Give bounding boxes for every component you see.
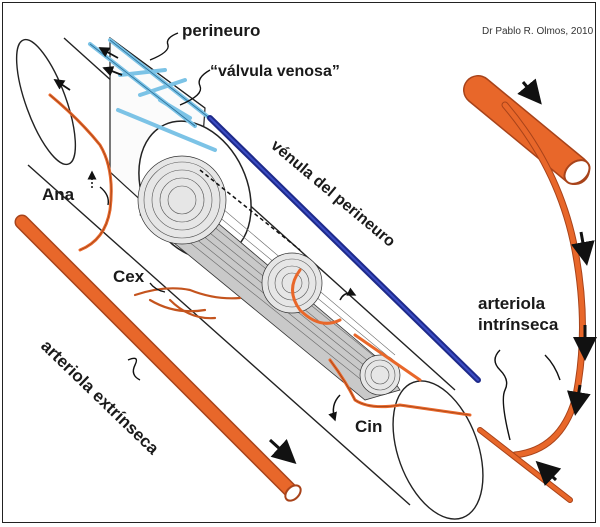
label-arteriola-intrinseca-2: intrínseca [478,315,559,334]
leader-ana [100,187,108,205]
arrow-extrinseca [270,440,292,460]
label-perineuro: perineuro [182,21,260,40]
leader-perineuro [150,33,178,60]
label-cex: Cex [113,267,145,286]
credit-text: Dr Pablo R. Olmos, 2010 [482,26,594,37]
arrow-fascicle [340,293,355,300]
leader-intrinseca-1 [495,350,510,440]
cylinder-back-end [5,33,88,171]
arrow-top-right [523,82,538,100]
leader-arteriola-extrinseca [128,358,140,380]
cylinder-front-end [376,369,500,527]
fascicle-bundle [138,156,400,400]
label-ana: Ana [42,185,75,204]
label-valvula-venosa: “válvula venosa” [210,63,340,80]
label-arteriola-intrinseca-1: arteriola [478,294,546,313]
arrow-right-1 [581,232,586,260]
label-cin: Cin [355,417,382,436]
leader-intrinseca-2 [545,355,560,380]
arrow-cin [333,395,340,420]
anastomosis-vessels [135,288,240,318]
